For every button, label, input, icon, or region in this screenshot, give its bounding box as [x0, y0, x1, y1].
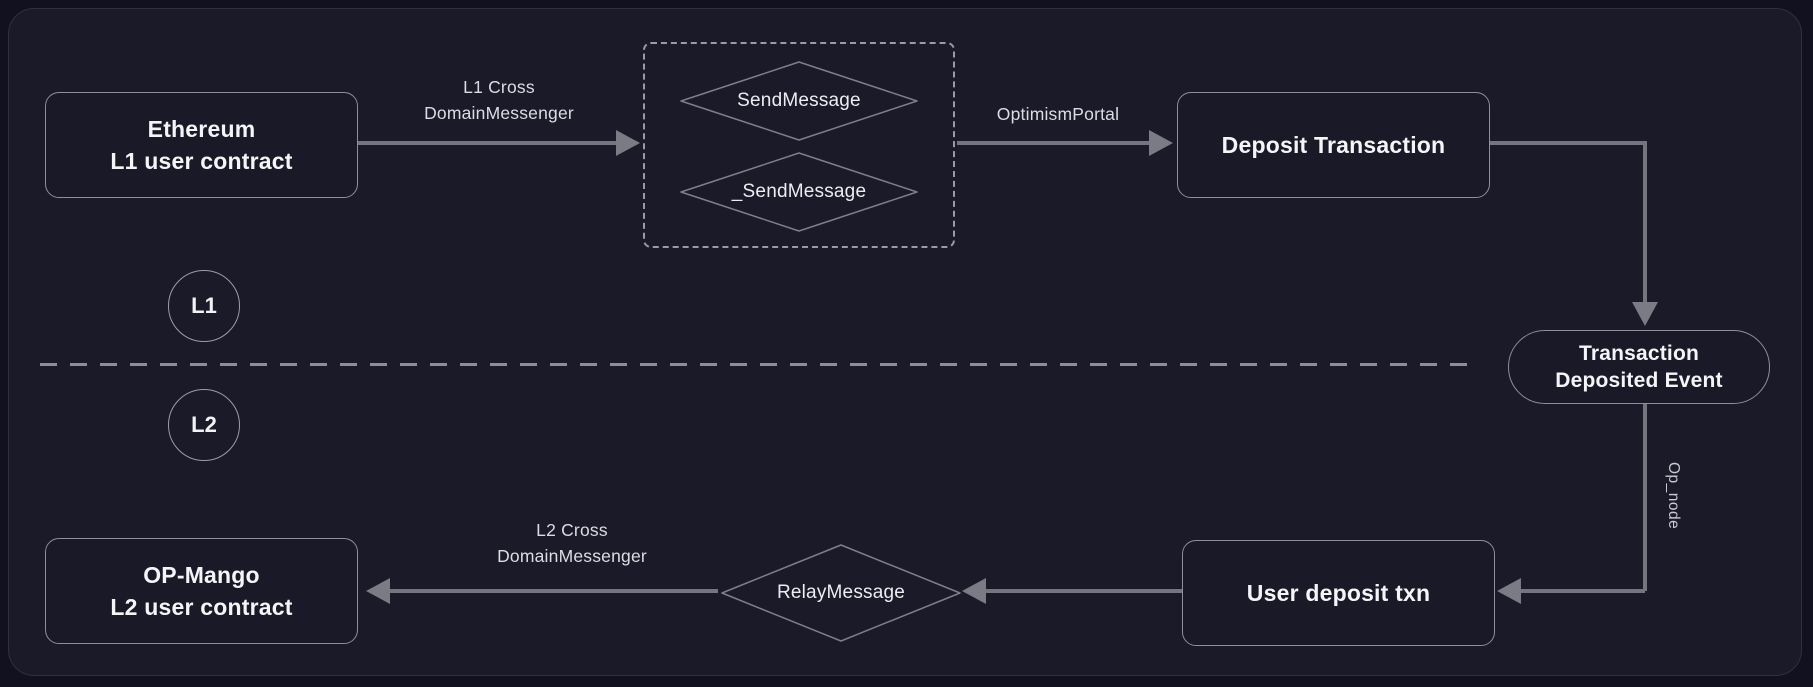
node-ethereum-l1-user-contract: Ethereum L1 user contract [45, 92, 358, 198]
arrow-ethereum-to-messenger-shaft [358, 141, 616, 145]
node-user-deposit-txn: User deposit txn [1182, 540, 1495, 646]
arrow-event-to-user-horizontal-shaft [1521, 589, 1645, 593]
arrow-messenger-to-deposit-shaft [957, 141, 1149, 145]
arrow-deposit-to-event-vertical-shaft [1643, 141, 1647, 302]
relay-message-diamond-shape [721, 544, 961, 642]
arrow-event-to-user-vertical-shaft [1643, 404, 1647, 591]
l1-cross-domain-messenger-edge-label: L1 Cross DomainMessenger [379, 74, 619, 126]
deposit-transaction-label: Deposit Transaction [1221, 132, 1446, 158]
arrow-user-to-relay-head-icon [962, 578, 986, 604]
arrow-user-to-relay-shaft [986, 589, 1182, 593]
arrow-relay-to-opmango-head-icon [366, 578, 390, 604]
arrow-relay-to-opmango-shaft [390, 589, 718, 593]
relay-message-label: RelayMessage [776, 582, 906, 603]
op-node-edge-label: Op_node [1665, 462, 1682, 530]
transaction-deposited-line2: Deposited Event [1555, 369, 1723, 392]
cross-domain-messenger-group [643, 42, 955, 248]
node-op-mango-l2-user-contract: OP-Mango L2 user contract [45, 538, 358, 644]
l2-lane-badge: L2 [168, 389, 240, 461]
optimism-portal-edge-label: OptimismPortal [996, 104, 1120, 124]
node-deposit-transaction: Deposit Transaction [1177, 92, 1490, 198]
l2-cross-label-line2: DomainMessenger [497, 546, 647, 566]
l1-lane-label: L1 [191, 293, 217, 318]
op-mango-node-line2: L2 user contract [110, 594, 293, 620]
transaction-deposited-line1: Transaction [1578, 342, 1700, 365]
l1-cross-label-line2: DomainMessenger [424, 103, 574, 123]
l1-l2-divider-line [40, 363, 1468, 366]
l1-lane-badge: L1 [168, 270, 240, 342]
node-send-message: SendMessage [680, 61, 918, 141]
arrow-event-to-user-head-icon [1497, 578, 1521, 604]
node-relay-message: RelayMessage [721, 544, 961, 642]
l1-cross-label-line1: L1 Cross [463, 77, 535, 97]
send-message-diamond-shape [680, 61, 918, 141]
l2-cross-label-line1: L2 Cross [536, 520, 608, 540]
node-underscore-send-message: _SendMessage [680, 152, 918, 232]
user-deposit-txn-label: User deposit txn [1246, 580, 1431, 606]
arrow-deposit-to-event-head-icon [1632, 302, 1658, 326]
ethereum-node-line2: L1 user contract [110, 148, 293, 174]
op-mango-node-line1: OP-Mango [143, 562, 260, 588]
underscore-send-message-label: _SendMessage [731, 181, 867, 202]
arrow-ethereum-to-messenger-head-icon [616, 130, 640, 156]
ethereum-node-line1: Ethereum [147, 116, 256, 142]
node-transaction-deposited-event: Transaction Deposited Event [1508, 330, 1770, 404]
underscore-send-message-diamond-shape [680, 152, 918, 232]
arrow-deposit-to-event-horizontal-shaft [1490, 141, 1645, 145]
send-message-label: SendMessage [737, 90, 861, 111]
l2-lane-label: L2 [191, 412, 217, 437]
l2-cross-domain-messenger-edge-label: L2 Cross DomainMessenger [452, 517, 692, 569]
arrow-messenger-to-deposit-head-icon [1149, 130, 1173, 156]
